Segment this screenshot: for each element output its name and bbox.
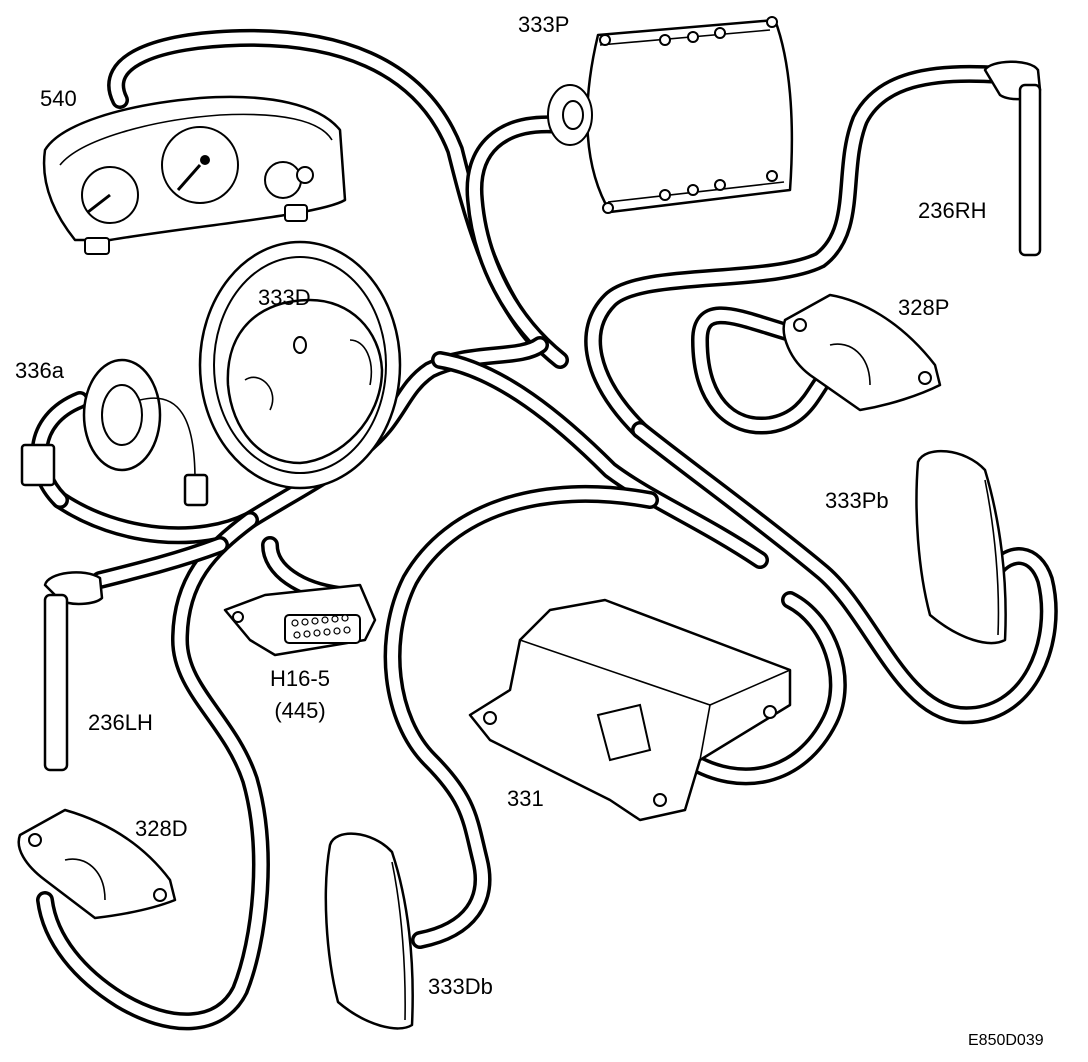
instrument-cluster-540: [42, 95, 347, 255]
diagnostic-connector-H16-5: [223, 583, 377, 657]
label-328P: 328P: [898, 295, 950, 320]
reference-code: E850D039: [968, 1032, 1044, 1049]
clock-spring-336a: [20, 358, 209, 507]
side-sensor-236LH: [43, 571, 104, 772]
label-H16-5: H16-5: [270, 666, 330, 691]
passenger-airbag-333P: [547, 16, 794, 214]
side-impact-sensor-328D: [17, 808, 177, 920]
label-333D: 333D: [258, 285, 311, 310]
label-328D: 328D: [135, 816, 188, 841]
side-airbag-333Pb: [915, 449, 1007, 645]
steering-wheel-airbag-333D: [198, 240, 402, 490]
label-336a: 336a: [15, 358, 64, 383]
airbag-control-module-331: [468, 598, 792, 822]
label-236RH: 236RH: [918, 198, 987, 223]
label-331: 331: [507, 786, 544, 811]
label-236LH: 236LH: [88, 710, 153, 735]
label-333P: 333P: [518, 12, 570, 37]
label-333Db: 333Db: [428, 974, 493, 999]
side-impact-sensor-328P: [782, 293, 942, 412]
side-sensor-236RH: [983, 60, 1042, 257]
label-540: 540: [40, 86, 77, 111]
label-H16-5-sub: (445): [274, 698, 326, 723]
label-333Pb: 333Pb: [825, 488, 889, 513]
side-airbag-333Db: [324, 832, 414, 1030]
